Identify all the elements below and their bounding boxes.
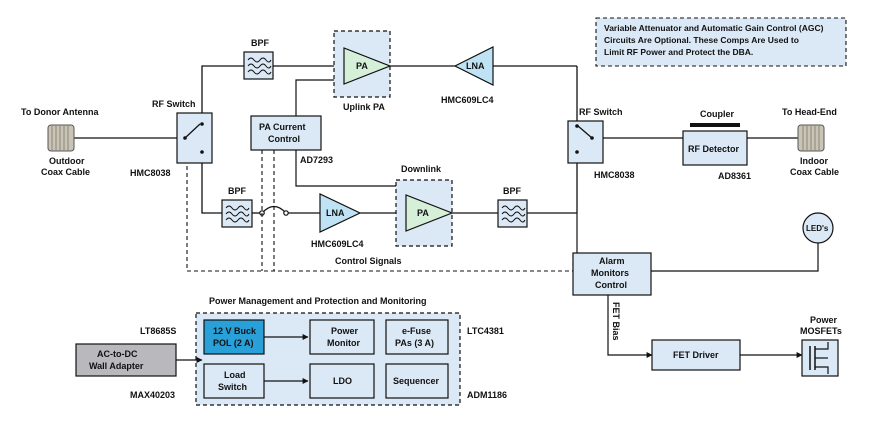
sequencer-label: Sequencer bbox=[393, 376, 440, 386]
ac-dc-label-1: AC-to-DC bbox=[97, 349, 138, 359]
alarm-label-3: Control bbox=[595, 280, 627, 290]
fet-driver-label: FET Driver bbox=[673, 350, 719, 360]
pa-top-amplifier-icon bbox=[343, 47, 392, 85]
load-switch-label-1: Load bbox=[224, 370, 246, 380]
power-mosfets-label-2: MOSFETs bbox=[800, 326, 842, 336]
power-management-arrows bbox=[176, 334, 309, 384]
head-end-connector-icon bbox=[797, 124, 825, 152]
rf-switch-right-label: RF Switch bbox=[579, 107, 623, 117]
fet-bias-label: FET Bias bbox=[611, 302, 621, 341]
ac-dc-label-2: Wall Adapter bbox=[89, 361, 144, 371]
downlink-label: Downlink bbox=[401, 164, 442, 174]
load-switch-block bbox=[203, 363, 265, 399]
crossover-node-right-icon bbox=[283, 210, 289, 216]
alarm-label-1: Alarm bbox=[599, 256, 625, 266]
coupler-bar bbox=[690, 123, 740, 127]
lt8685s-label: LT8685S bbox=[140, 326, 176, 336]
uplink-pa-label: Uplink PA bbox=[343, 102, 385, 112]
indoor-coax-label-2: Coax Cable bbox=[790, 167, 839, 177]
note-line-3: Limit RF Power and Protect the DBA. bbox=[604, 47, 753, 57]
leds-indicator-icon bbox=[802, 212, 834, 244]
hmc609-top-label: HMC609LC4 bbox=[441, 95, 494, 105]
efuse-block bbox=[385, 319, 449, 355]
alarm-label-2: Monitors bbox=[591, 268, 629, 278]
sequencer-block bbox=[385, 363, 449, 399]
power-management-title: Power Management and Protection and Moni… bbox=[209, 296, 427, 306]
rf-detector-label: RF Detector bbox=[688, 144, 740, 154]
lna-bottom-label: LNA bbox=[326, 208, 345, 218]
bpf-bottom-left-filter-icon bbox=[221, 199, 253, 228]
pa-top-label: PA bbox=[356, 61, 368, 71]
rf-switch-right bbox=[567, 120, 604, 164]
power-monitor-label-2: Monitor bbox=[327, 338, 360, 348]
ad8361-label: AD8361 bbox=[718, 171, 751, 181]
outdoor-coax-label-1: Outdoor bbox=[49, 156, 85, 166]
donor-antenna-label: To Donor Antenna bbox=[21, 107, 99, 117]
bpf-top-filter-icon bbox=[243, 51, 274, 80]
rf-switch-left-label: RF Switch bbox=[152, 99, 196, 109]
bpf-bottom-right-label: BPF bbox=[503, 186, 522, 196]
outdoor-coax-label-2: Coax Cable bbox=[41, 167, 90, 177]
fet-driver-block bbox=[651, 339, 741, 371]
bpf-bottom-left-label: BPF bbox=[228, 186, 247, 196]
indoor-coax-label-1: Indoor bbox=[800, 156, 828, 166]
hmc8038-left-label: HMC8038 bbox=[130, 168, 171, 178]
ldo-label: LDO bbox=[333, 376, 352, 386]
buck-label-2: POL (2 A) bbox=[213, 338, 254, 348]
efuse-label-2: PAs (3 A) bbox=[395, 338, 434, 348]
max40203-label: MAX40203 bbox=[130, 390, 175, 400]
hmc609-bottom-label: HMC609LC4 bbox=[311, 239, 364, 249]
power-monitor-block bbox=[309, 319, 375, 355]
ldo-block bbox=[309, 363, 375, 399]
rf-detector-block bbox=[682, 130, 748, 166]
bpf-bottom-right-filter-icon bbox=[497, 199, 528, 228]
hmc8038-right-label: HMC8038 bbox=[594, 170, 635, 180]
ac-dc-wall-adapter-block bbox=[75, 343, 177, 377]
donor-antenna-connector-icon bbox=[47, 124, 75, 152]
lna-bottom-amplifier-icon bbox=[319, 193, 362, 233]
ltc4381-label: LTC4381 bbox=[467, 326, 504, 336]
head-end-label: To Head-End bbox=[782, 107, 837, 117]
efuse-label-1: e-Fuse bbox=[402, 326, 431, 336]
coupler-label: Coupler bbox=[700, 109, 734, 119]
alarm-monitors-control-block bbox=[572, 252, 652, 296]
ad7293-label: AD7293 bbox=[300, 155, 333, 165]
control-signals-label: Control Signals bbox=[335, 256, 402, 266]
optional-agc-note bbox=[595, 17, 847, 67]
mosfet-transistor-icon bbox=[801, 339, 839, 377]
bpf-top-label: BPF bbox=[251, 38, 270, 48]
leds-label: LED's bbox=[806, 224, 829, 233]
load-switch-label-2: Switch bbox=[218, 382, 247, 392]
note-line-1: Variable Attenuator and Automatic Gain C… bbox=[604, 23, 824, 33]
pa-current-label-1: PA Current bbox=[259, 122, 306, 132]
rf-switch-left bbox=[176, 112, 213, 164]
note-line-2: Circuits Are Optional. These Comps Are U… bbox=[604, 35, 799, 45]
buck-label-1: 12 V Buck bbox=[213, 326, 257, 336]
pa-bottom-amplifier-icon bbox=[405, 194, 454, 232]
lna-top-label: LNA bbox=[466, 61, 485, 71]
buck-pol-block bbox=[203, 319, 265, 355]
power-mosfets-label-1: Power bbox=[810, 315, 838, 325]
adm1186-label: ADM1186 bbox=[467, 390, 507, 400]
pa-current-control-block bbox=[250, 115, 322, 151]
power-monitor-label-1: Power bbox=[331, 326, 359, 336]
control-wiring bbox=[295, 77, 819, 358]
pa-bottom-label: PA bbox=[417, 208, 429, 218]
pa-current-label-2: Control bbox=[268, 134, 300, 144]
lna-top-amplifier-icon bbox=[453, 46, 494, 86]
